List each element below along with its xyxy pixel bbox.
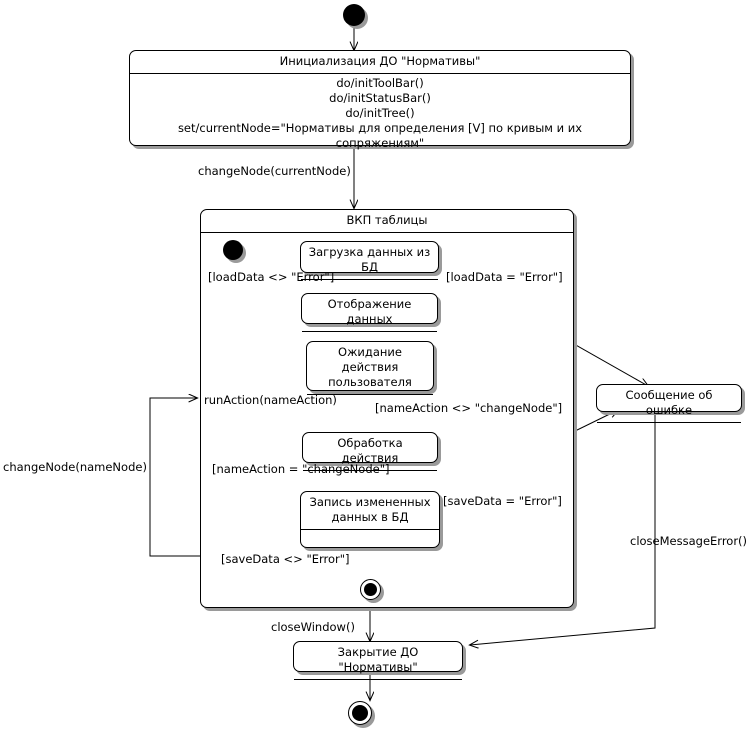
state-load-data[interactable]: Загрузка данных из БД xyxy=(300,241,439,280)
edge-label-change-node-current: changeNode(currentNode) xyxy=(198,164,351,178)
state-process-action[interactable]: Обработка действия xyxy=(302,432,438,471)
state-close-do[interactable]: Закрытие ДО "Нормативы" xyxy=(293,641,463,680)
state-init-do-title: Инициализация ДО "Нормативы" xyxy=(279,54,481,68)
edge-label-load-error: [loadData = "Error"] xyxy=(446,270,563,284)
state-error-message-title: Сообщение об ошибке xyxy=(625,388,713,417)
state-process-action-title: Обработка действия xyxy=(337,436,403,465)
state-compartment-divider xyxy=(303,470,437,471)
state-show-data-title: Отображение данных xyxy=(327,297,412,326)
state-show-data[interactable]: Отображение данных xyxy=(301,293,438,332)
edge-label-close-window: closeWindow() xyxy=(271,620,355,634)
edge-label-save-ok: [saveData <> "Error"] xyxy=(221,552,350,566)
composite-state-title: ВКП таблицы xyxy=(201,210,573,233)
state-save-data[interactable]: Запись измененных данных в БД xyxy=(300,491,440,548)
state-compartment-divider xyxy=(294,679,462,680)
state-compartment-divider xyxy=(302,331,437,332)
edge-label-change-node-name: changeNode(nameNode) xyxy=(3,460,147,474)
state-save-data-activities xyxy=(301,530,439,547)
initial-pseudostate-inner xyxy=(223,240,243,260)
state-compartment-divider xyxy=(301,279,438,280)
edge-label-save-error: [saveData = "Error"] xyxy=(443,494,562,508)
state-error-message[interactable]: Сообщение об ошибке xyxy=(596,384,742,423)
state-init-do-activities: do/initToolBar() do/initStatusBar() do/i… xyxy=(177,76,583,150)
final-state-bottom xyxy=(348,701,372,725)
state-load-data-title: Загрузка данных из БД xyxy=(308,245,431,274)
state-compartment-divider xyxy=(130,73,630,74)
final-state-inner xyxy=(360,579,381,600)
edge-label-load-ok: [loadData <> "Error"] xyxy=(208,270,335,284)
state-wait-user-action-title: Ожидание действия пользователя xyxy=(328,345,412,389)
state-save-data-title: Запись измененных данных в БД xyxy=(309,495,431,524)
state-compartment-divider xyxy=(597,422,741,423)
edge-label-run-action: runAction(nameAction) xyxy=(204,393,337,407)
state-compartment-divider xyxy=(307,394,433,395)
state-compartment-divider xyxy=(301,529,439,530)
state-close-do-title: Закрытие ДО "Нормативы" xyxy=(337,645,419,674)
state-wait-user-action[interactable]: Ожидание действия пользователя xyxy=(306,341,434,395)
state-error-message-activities xyxy=(597,423,741,433)
state-close-do-activities xyxy=(294,680,462,690)
initial-pseudostate-top xyxy=(343,4,365,26)
state-init-do[interactable]: Инициализация ДО "Нормативы" do/initTool… xyxy=(129,50,631,150)
edge-label-name-action-eq: [nameAction = "changeNode"] xyxy=(212,462,390,476)
edge-label-close-message-error: closeMessageError() xyxy=(630,534,748,548)
edge-label-name-action-ne: [nameAction <> "changeNode"] xyxy=(375,401,563,415)
